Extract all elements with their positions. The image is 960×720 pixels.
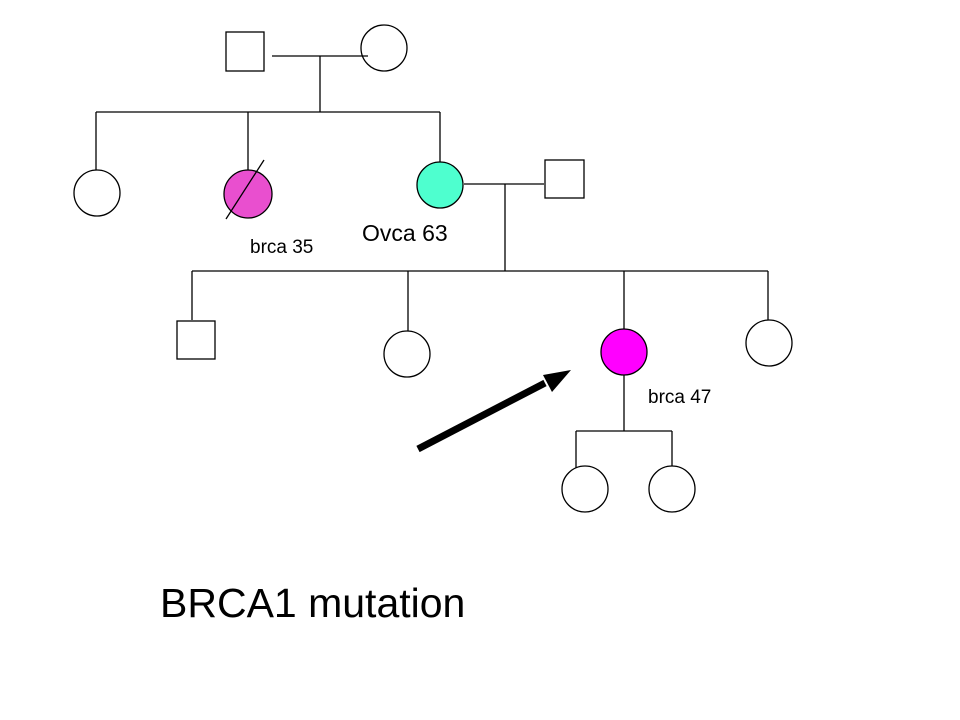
proband-label: brca 47 bbox=[648, 387, 711, 408]
daughter-2-circle bbox=[648, 465, 696, 513]
proband-affected-circle bbox=[600, 328, 648, 376]
proband-arrow-head bbox=[543, 370, 571, 392]
father-square bbox=[544, 159, 585, 199]
sister-2-circle bbox=[745, 319, 793, 367]
mother-ovarian-cancer-circle bbox=[416, 161, 464, 209]
grandmother-circle bbox=[360, 24, 408, 72]
daughter-1-circle bbox=[561, 465, 609, 513]
aunt-1-circle bbox=[73, 169, 121, 217]
deceased-slash bbox=[225, 159, 265, 220]
grandfather-square bbox=[225, 31, 265, 72]
sister-1-circle bbox=[383, 330, 431, 378]
brother-square bbox=[176, 320, 216, 360]
mother-label: Ovca 63 bbox=[362, 220, 448, 246]
aunt-2-label: brca 35 bbox=[250, 237, 313, 258]
diagram-title: BRCA1 mutation bbox=[160, 580, 466, 626]
proband-arrow-shaft bbox=[416, 379, 547, 453]
aunt-2-affected-circle bbox=[223, 169, 273, 219]
